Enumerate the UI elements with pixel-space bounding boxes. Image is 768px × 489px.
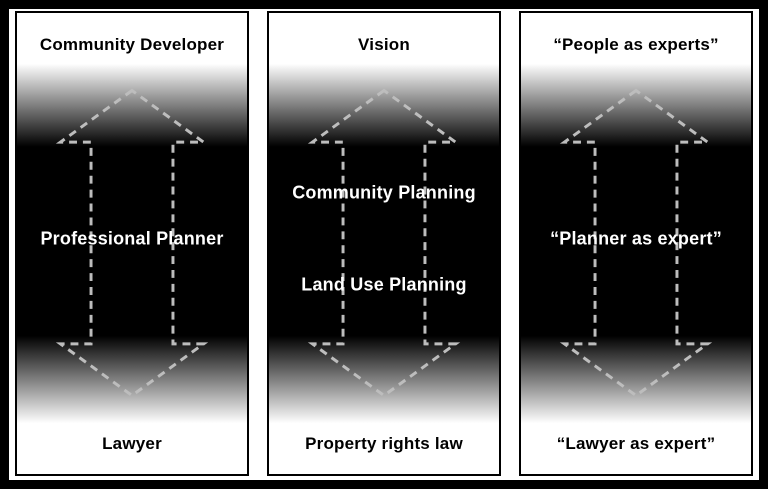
panel-bottom-label: Property rights law <box>305 434 463 453</box>
panel-bottom-label: Lawyer <box>102 434 162 453</box>
panel-middle-label: Community Planning <box>292 182 476 203</box>
panel-middle-label: “Planner as expert” <box>550 228 722 249</box>
panel-practice: Vision Community Planning Land Use Plann… <box>267 11 501 476</box>
panel-bottom-label: “Lawyer as expert” <box>556 434 716 453</box>
panel-middle-label: Land Use Planning <box>301 274 467 295</box>
up-down-arrow-icon <box>55 88 209 398</box>
panel-top-label: Vision <box>358 35 410 54</box>
panel-top-label: Community Developer <box>39 35 225 54</box>
panel-roles: Community Developer Professional Planner… <box>15 11 249 476</box>
up-down-arrow-icon <box>559 88 713 398</box>
panel-middle-label: Professional Planner <box>40 228 224 249</box>
up-down-arrow-icon <box>307 88 461 398</box>
panels-container: Community Developer Professional Planner… <box>9 9 759 480</box>
panel-top-label: “People as experts” <box>553 35 719 54</box>
panel-expertise: “People as experts” “Planner as expert” … <box>519 11 753 476</box>
